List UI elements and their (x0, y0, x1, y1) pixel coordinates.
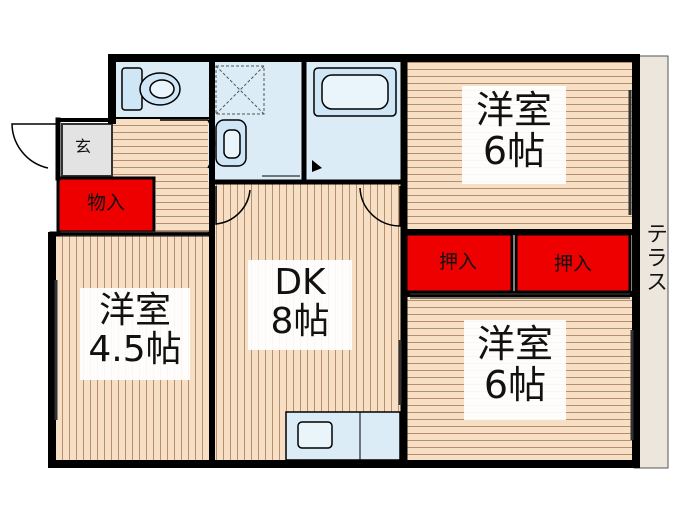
toilet-icon (121, 67, 181, 111)
outer-wall (48, 54, 640, 468)
dk-door-right (359, 186, 401, 227)
laundry-pan-icon (215, 65, 265, 115)
closet-right (514, 232, 632, 294)
closet-left (402, 232, 514, 294)
hall-door (160, 119, 216, 169)
hall-floor (112, 118, 212, 182)
dk-door-left (215, 186, 251, 225)
washbasin-icon (215, 119, 247, 167)
hall-floor-2 (156, 176, 212, 236)
kitchen-sink-icon (297, 421, 333, 449)
entrance-door (11, 123, 58, 169)
storage-closet (56, 176, 156, 234)
bathtub-icon (313, 67, 397, 117)
